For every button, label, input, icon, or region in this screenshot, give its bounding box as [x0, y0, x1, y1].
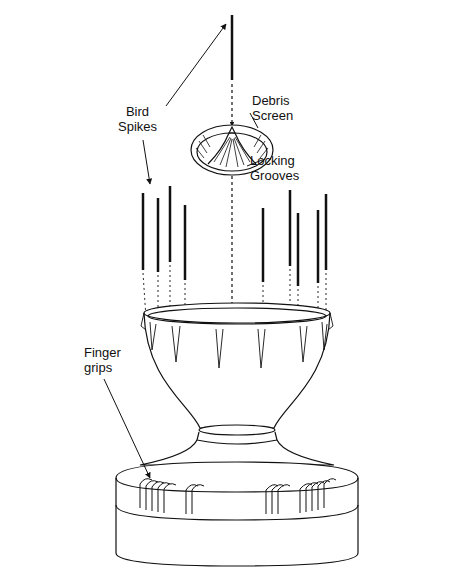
part-label: Locking Grooves: [250, 153, 299, 183]
base: [116, 462, 358, 566]
part-label: Bird Spikes: [118, 104, 157, 134]
part-label: Finger grips: [84, 345, 121, 375]
bowl: [140, 303, 334, 465]
assembly-line: [231, 176, 232, 318]
bird-spike: [231, 15, 234, 80]
assembly-line: [231, 84, 232, 126]
leader-lines: [104, 24, 262, 478]
part-label: Debris Screen: [252, 93, 293, 123]
finger-grips: [140, 479, 336, 514]
